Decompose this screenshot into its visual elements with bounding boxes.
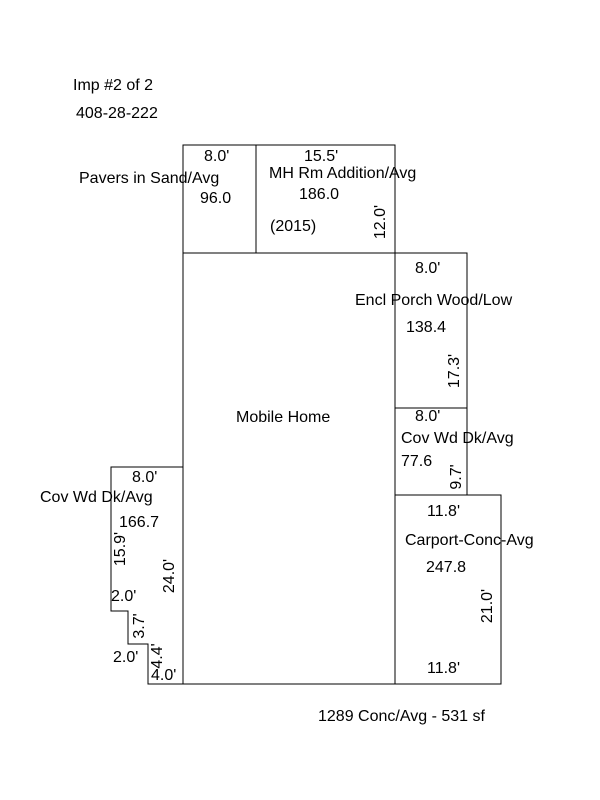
cov-deck-left-area: 166.7 bbox=[119, 514, 159, 531]
mh-addition-dim-top: 15.5' bbox=[304, 148, 338, 165]
mobile-home-name: Mobile Home bbox=[236, 409, 330, 426]
pavers-name: Pavers in Sand/Avg bbox=[79, 170, 219, 187]
carport-area: 247.8 bbox=[426, 559, 466, 576]
cov-deck-left-step1-h: 2.0' bbox=[111, 588, 136, 605]
encl-porch-dim-top: 8.0' bbox=[415, 260, 440, 277]
cov-deck-right-name: Cov Wd Dk/Avg bbox=[401, 430, 514, 447]
cov-deck-left-outline bbox=[110, 466, 184, 685]
parcel-id: 408-28-222 bbox=[76, 105, 158, 122]
cov-deck-right-dim-top: 8.0' bbox=[415, 408, 440, 425]
mh-addition-area: 186.0 bbox=[299, 186, 339, 203]
improvement-label: Imp #2 of 2 bbox=[73, 77, 153, 94]
carport-dim-top: 11.8' bbox=[427, 503, 460, 520]
pavers-dim-top: 8.0' bbox=[204, 148, 229, 165]
cov-deck-left-dim-inner: 24.0' bbox=[161, 559, 178, 593]
carport-dim-bottom: 11.8' bbox=[427, 660, 460, 677]
mobile-home-outline bbox=[182, 252, 396, 685]
mh-addition-year: (2015) bbox=[270, 218, 316, 235]
cov-deck-left-dim-top: 8.0' bbox=[132, 469, 157, 486]
cov-deck-left-step2-h: 2.0' bbox=[113, 649, 138, 666]
encl-porch-dim-right: 17.3' bbox=[446, 354, 463, 388]
carport-outline bbox=[394, 494, 502, 685]
encl-porch-area: 138.4 bbox=[406, 319, 446, 336]
encl-porch-name: Encl Porch Wood/Low bbox=[355, 292, 513, 309]
mh-addition-dim-right: 12.0' bbox=[372, 205, 389, 239]
cov-deck-right-area: 77.6 bbox=[401, 453, 432, 470]
cov-deck-left-step2-v: 4.4' bbox=[149, 643, 166, 668]
cov-deck-left-name: Cov Wd Dk/Avg bbox=[40, 489, 153, 506]
pavers-area: 96.0 bbox=[200, 190, 231, 207]
cov-deck-left-step1-v: 3.7' bbox=[131, 613, 148, 638]
carport-dim-right: 21.0' bbox=[479, 589, 496, 623]
mh-addition-name: MH Rm Addition/Avg bbox=[269, 165, 416, 182]
cov-deck-left-dim-left: 15.9' bbox=[112, 532, 129, 566]
carport-name: Carport-Conc-Avg bbox=[405, 532, 534, 549]
cov-deck-right-dim-right: 9.7' bbox=[448, 464, 465, 489]
footer-note: 1289 Conc/Avg - 531 sf bbox=[318, 708, 485, 725]
cov-deck-left-dim-bottom: 4.0' bbox=[151, 667, 176, 684]
